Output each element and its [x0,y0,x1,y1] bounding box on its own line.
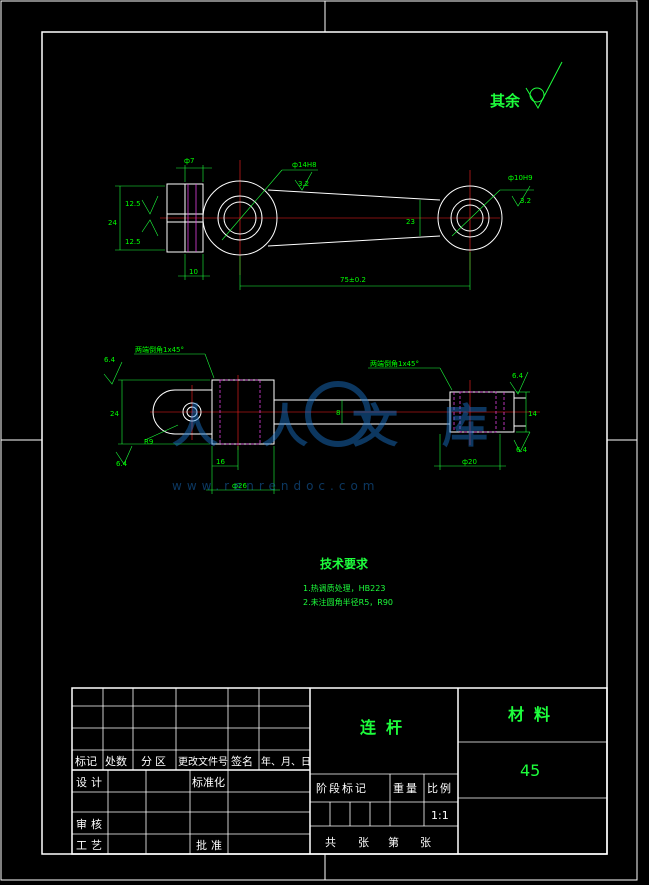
tb-date: 年、月、日 [261,755,311,768]
roughness-note: 其余 [490,61,563,110]
tb-approve: 批准 [196,838,226,852]
watermark-brand: 人人文库 [172,399,532,453]
title-block [71,687,608,855]
front-dim-8: 8 [336,409,340,417]
front-dim-r: R9 [144,438,153,446]
tb-process: 工艺 [76,839,106,852]
front-ra-left-bottom: 6.4 [116,460,128,468]
tb-scale-label: 比例 [427,781,453,795]
top-dim-width-10: 10 [189,268,198,276]
part-name: 连杆 [360,718,412,737]
tb-standardize: 标准化 [192,775,225,789]
front-ra-right-top: 6.4 [512,372,524,380]
title-block-text: 连杆 材料 45 标记 处数 分区 更改文件号 签名 年、月、日 设计 标准化 … [75,705,560,852]
watermark: 人人文库 www.renrendoc.com [172,381,532,493]
top-dim-ra-lower: 12.5 [125,238,141,246]
tb-design: 设计 [76,776,106,789]
tb-scale: 1:1 [431,809,449,822]
top-dim-big-boss: ф14H8 [292,161,317,169]
tb-sheets: 张 [358,836,369,849]
roughness-note-text: 其余 [490,92,521,110]
top-dim-big-ra: 3.2 [298,180,309,188]
front-view: 两端倒角1x45° 两端倒角1x45° 6.4 6.4 6.4 6.4 24 R… [103,345,540,494]
tb-sheet-unit: 张 [420,836,431,849]
front-chamfer-left: 两端倒角1x45° [135,345,184,354]
front-dim-phi26: ф26 [232,482,247,490]
tb-count: 处数 [105,755,127,768]
tb-review: 审核 [76,817,106,831]
top-view: ф7 ф14H8 3.2 ф10H9 3.2 24 12.5 12.5 10 7… [108,157,534,290]
tech-title: 技术要求 [320,556,369,571]
front-ra-left-top: 6.4 [104,356,116,364]
tb-sheet-no: 第 [388,835,399,849]
front-ra-right-bottom: 6.4 [516,446,528,454]
top-dim-left-height: 24 [108,219,117,227]
watermark-url: www.renrendoc.com [172,479,379,493]
tech-item-1: 1.热调质处理，HB223 [303,583,385,593]
tb-zone: 分区 [141,755,169,768]
top-dim-small-ra: 3.2 [520,197,531,205]
top-dim-web: 23 [406,218,415,226]
tech-requirements: 技术要求 1.热调质处理，HB223 2.未注圆角半径R5，R90 [303,556,393,607]
top-dim-phi7: ф7 [184,157,194,165]
tb-mark: 标记 [75,754,97,768]
tech-item-2: 2.未注圆角半径R5，R90 [303,597,393,607]
top-dim-small-boss: ф10H9 [508,174,533,182]
front-chamfer-right: 两端倒角1x45° [370,359,419,368]
front-dim-right-height: 14 [528,410,537,418]
tb-weight: 重量 [393,781,419,795]
tb-signature: 签名 [231,754,253,768]
front-dim-16: 16 [216,458,225,466]
tb-total: 共 [325,836,336,849]
front-dim-height-left: 24 [110,410,119,418]
top-dim-center: 75±0.2 [340,276,366,284]
material-value: 45 [520,761,540,780]
tb-change-doc: 更改文件号 [178,755,228,768]
roughness-symbol-icon [525,61,563,110]
material-label: 材料 [508,705,560,724]
front-dim-phi20: ф20 [462,458,477,466]
tb-stage-mark: 阶段标记 [316,781,368,795]
top-dim-ra-upper: 12.5 [125,200,141,208]
